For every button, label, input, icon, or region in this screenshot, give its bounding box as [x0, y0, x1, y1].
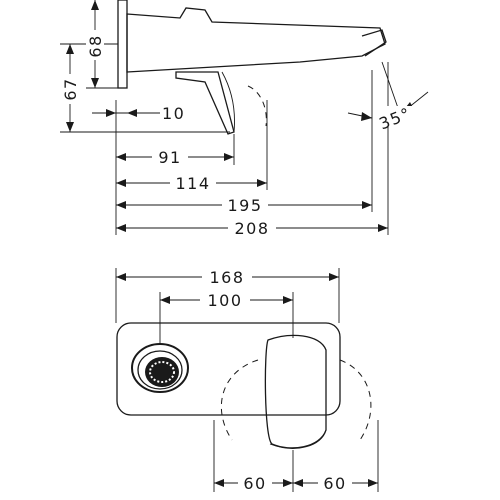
back-plate — [116, 322, 341, 416]
front-view-labels: 168 100 60 60 — [200, 268, 352, 493]
dim-lever: 91 — [158, 148, 181, 167]
dim-wall-gap: 10 — [162, 104, 185, 123]
wall-plate — [117, 0, 128, 89]
dim-plate-width: 168 — [209, 268, 244, 287]
dim-outlet: 195 — [227, 196, 262, 215]
dim-height-outlet: 67 — [61, 77, 80, 100]
spout-outlet — [361, 29, 387, 57]
dim-total: 208 — [234, 219, 269, 238]
side-view-labels: 68 67 10 91 114 195 208 35° — [61, 30, 415, 238]
lever-handle — [175, 71, 235, 135]
dim-center-distance: 100 — [207, 291, 242, 310]
lever-edge — [221, 71, 235, 133]
dim-right-swing: 60 — [323, 474, 346, 493]
right-swing-arc — [339, 359, 372, 441]
dim-left-swing: 60 — [243, 474, 266, 493]
lever-front — [264, 334, 327, 449]
left-swing-arc — [220, 359, 259, 441]
dim-height-top: 68 — [86, 34, 105, 57]
lever-swing-arc — [247, 85, 267, 127]
knob-inner-ring — [137, 350, 183, 390]
spout-body — [126, 7, 386, 73]
dim-lever-tip: 114 — [175, 174, 210, 193]
